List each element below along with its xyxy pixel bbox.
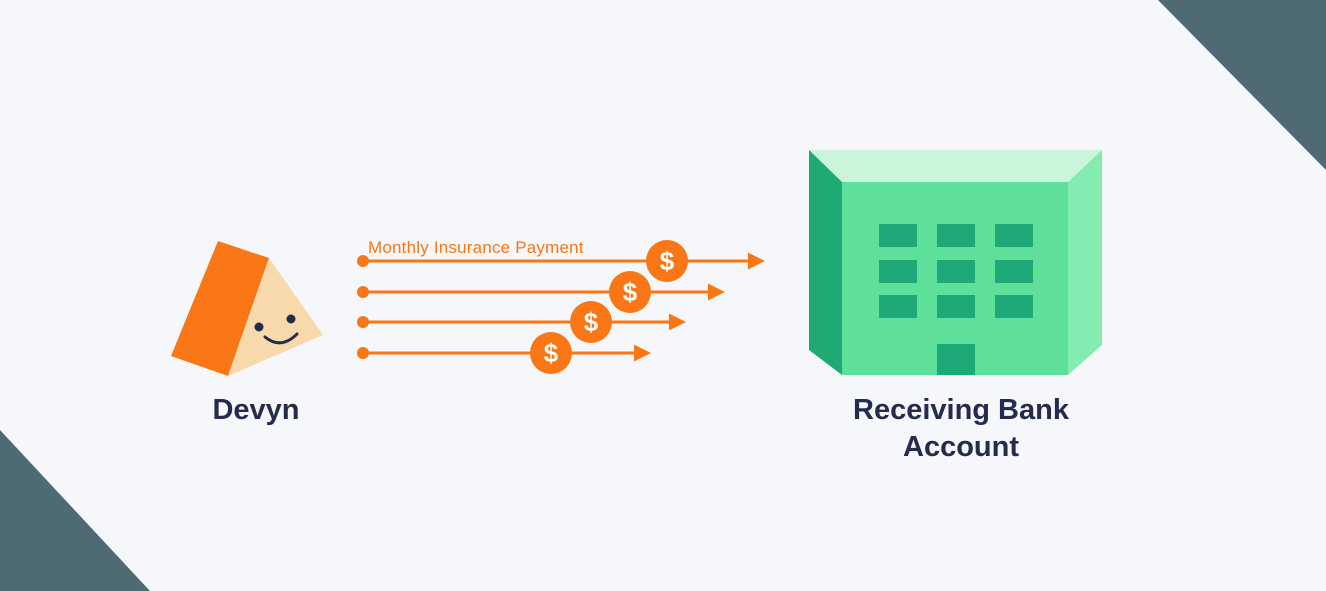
bank-window [879,260,917,283]
corner-accent-bottom-left [0,430,150,591]
bank-window [937,260,975,283]
devyn-side-panel [171,241,269,376]
devyn-eye-left [254,322,264,332]
dollar-coin-2: $ [609,271,651,313]
arrow-head-4 [634,344,651,362]
payment-arrow-3 [357,313,686,331]
bank-right-face [1068,150,1102,375]
bank-window [995,260,1033,283]
devyn-character [171,241,323,376]
arrow-head-3 [669,313,686,331]
dollar-sign-icon: $ [659,246,675,276]
bank-windows [879,224,1033,318]
devyn-smile [263,332,299,345]
bank-left-face [809,150,842,375]
arrow-head-2 [708,283,725,301]
devyn-eye-right [286,314,296,324]
sender-label: Devyn [212,394,300,426]
dollar-sign-icon: $ [583,307,599,337]
payment-flow-label: Monthly Insurance Payment [368,238,584,257]
dollar-sign-icon: $ [543,338,559,368]
bank-window [995,224,1033,247]
arrow-head-1 [748,252,765,270]
devyn-face-panel [228,258,323,376]
dollar-sign-icon: $ [622,277,638,307]
bank-window [937,295,975,318]
bank-building [809,150,1102,375]
dollar-coin-1: $ [646,240,688,282]
bank-window [879,224,917,247]
bank-window [995,295,1033,318]
payment-arrow-4 [357,344,651,362]
bank-roof-face [809,150,1102,182]
payment-arrow-2 [357,283,725,301]
corner-accent-top-right [1158,0,1326,170]
dollar-coin-3: $ [570,301,612,343]
receiver-label: Receiving Bank Account [853,394,1069,463]
bank-window [937,224,975,247]
dollar-coin-4: $ [530,332,572,374]
bank-door [937,344,975,375]
bank-window [879,295,917,318]
